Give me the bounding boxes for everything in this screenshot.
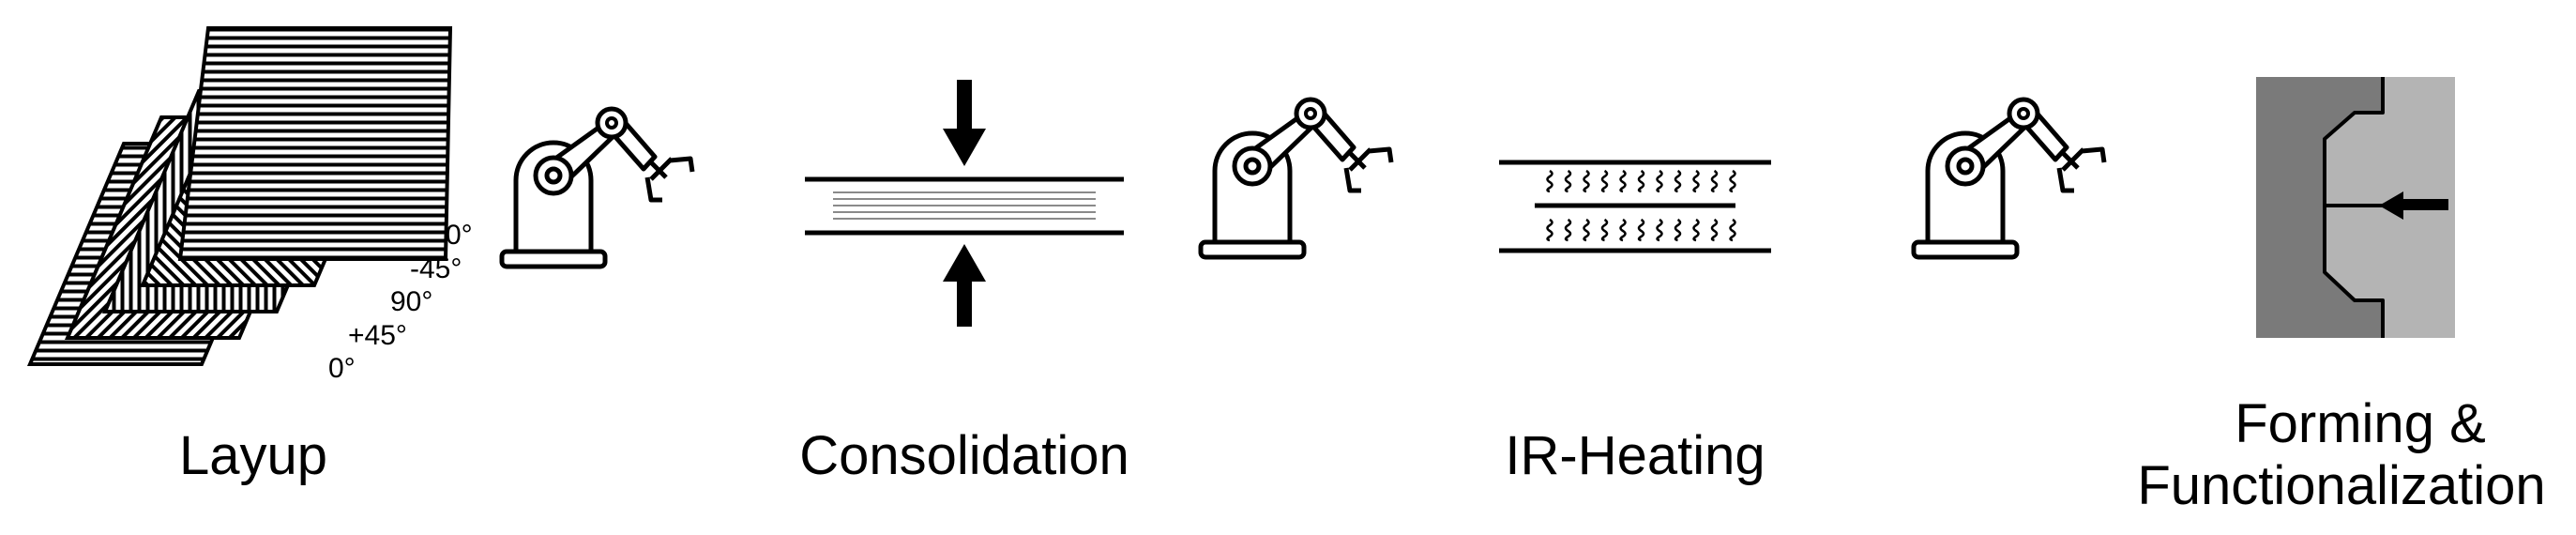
ir-wave-icon xyxy=(1692,218,1700,242)
layup-angle-labels: 0° -45° 90° +45° 0° xyxy=(328,220,473,384)
ir-wave-icon xyxy=(1656,218,1663,242)
press-arrows-icon xyxy=(805,80,1124,327)
ir-wave-icon xyxy=(1619,169,1627,193)
ir-wave-icon xyxy=(1637,218,1645,242)
angle-label-0-top: 0° xyxy=(446,220,473,251)
ir-wave-icon xyxy=(1692,169,1700,193)
ir-wave-icon xyxy=(1710,218,1719,242)
robot-arm-icon xyxy=(502,109,692,267)
ir-wave-icon xyxy=(1637,169,1645,193)
ir-wave-icon xyxy=(1564,218,1572,242)
robot-arm-icon xyxy=(1201,99,1391,257)
ir-wave-icon xyxy=(1546,169,1553,193)
step-label-forming-line1: Forming & xyxy=(2235,393,2486,454)
angle-label-90: 90° xyxy=(390,286,432,317)
ir-wave-icon xyxy=(1583,169,1590,193)
laminate-stack-icon xyxy=(26,26,453,366)
step-label-forming-line2: Functionalization xyxy=(2137,455,2546,516)
forming-mold-icon xyxy=(2256,77,2455,338)
ir-wave-icon xyxy=(1729,169,1736,193)
step-label-consolidation: Consolidation xyxy=(799,425,1129,486)
ir-heater-icon xyxy=(1499,160,1771,253)
angle-label-plus45: +45° xyxy=(348,320,407,351)
angle-label-0-bottom: 0° xyxy=(328,353,356,384)
ir-wave-icon xyxy=(1729,218,1736,242)
ir-wave-icon xyxy=(1674,218,1682,242)
ir-wave-icon xyxy=(1564,169,1572,193)
angle-label-minus45: -45° xyxy=(410,253,462,284)
ir-wave-icon xyxy=(1656,169,1663,193)
ir-wave-icon xyxy=(1674,169,1682,193)
ir-wave-icon xyxy=(1583,218,1590,242)
ir-wave-icon xyxy=(1619,218,1627,242)
ir-wave-icon xyxy=(1710,169,1719,193)
ir-wave-icon xyxy=(1600,169,1609,193)
step-label-ir-heating: IR-Heating xyxy=(1505,425,1765,486)
ir-wave-icon xyxy=(1546,218,1553,242)
ir-wave-icon xyxy=(1600,218,1609,242)
ply-0-top xyxy=(177,26,453,261)
robot-arm-icon xyxy=(1914,99,2104,257)
step-label-layup: Layup xyxy=(178,425,328,486)
